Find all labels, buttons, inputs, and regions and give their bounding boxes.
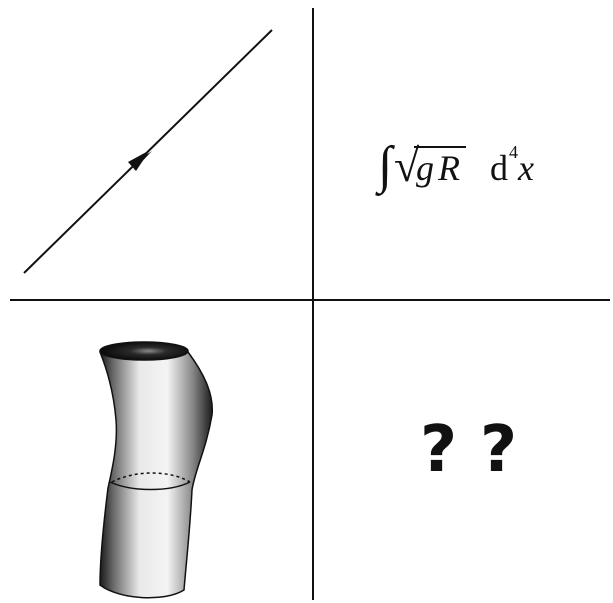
- variable-R: R: [438, 148, 460, 188]
- differential-d: d: [490, 148, 508, 188]
- variable-g: g: [416, 148, 434, 188]
- tube-surface: [99, 341, 214, 599]
- variable-x: x: [518, 148, 534, 188]
- tube-opening: [99, 341, 189, 361]
- tube-body: [99, 342, 214, 599]
- tube-cut-visible-edge: [109, 481, 191, 491]
- worldline-arrowhead-icon: [128, 150, 150, 171]
- question-mark-1: ?: [420, 413, 458, 487]
- sqrt-overbar: [414, 146, 466, 148]
- sqrt-sign: √: [394, 140, 420, 191]
- integral-sign: ∫: [378, 137, 393, 194]
- question-mark-2: ?: [480, 413, 518, 487]
- tube-cut-hidden-edge: [111, 472, 191, 483]
- exponent-4: 4: [509, 142, 518, 162]
